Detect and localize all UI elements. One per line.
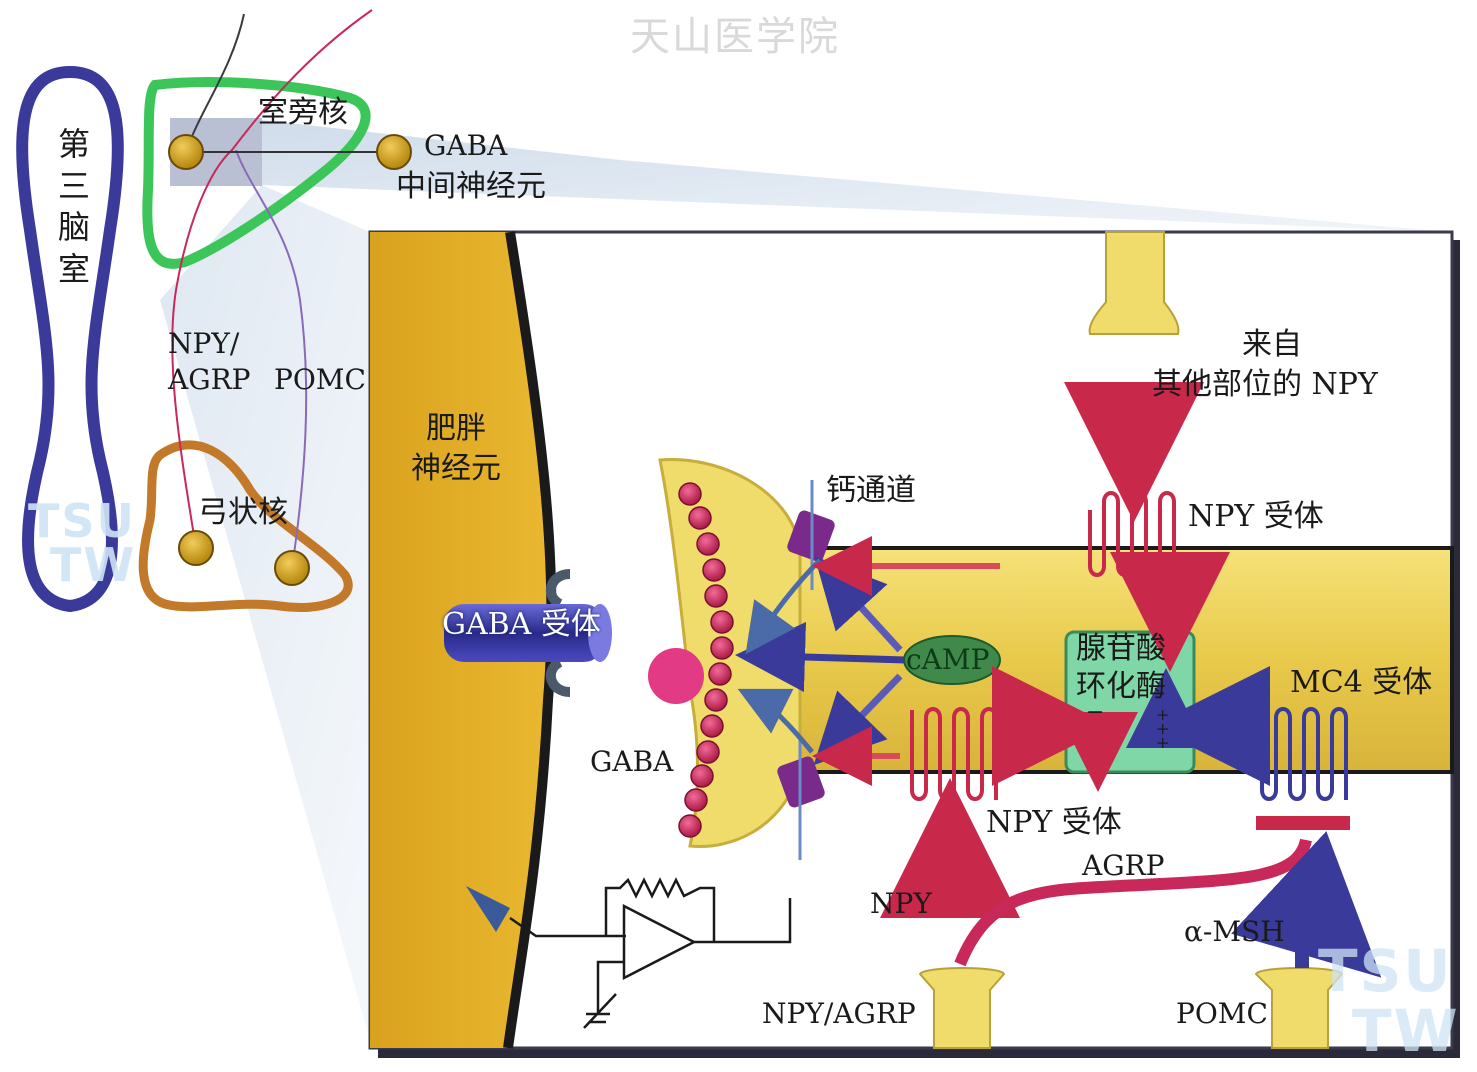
synaptic-vesicle (708, 662, 732, 686)
pomc-terminal-label: POMC (1176, 997, 1268, 1030)
gaba-interneuron-label-2: 中间神经元 (396, 169, 546, 204)
adenylate-cyclase-label-1: 腺苷酸 (1076, 631, 1166, 666)
pomc-label: POMC (274, 363, 366, 396)
gaba-interneuron (376, 134, 412, 170)
vesicle-column (678, 482, 734, 838)
synaptic-vesicle (678, 814, 702, 838)
npy-label: NPY (870, 887, 932, 920)
arcuate-outline (138, 440, 353, 613)
npy-fiber (171, 9, 373, 549)
watermark-tsu-left-2: TW (50, 538, 137, 592)
arcuate-nucleus-label: 弓状核 (198, 495, 288, 530)
amplifier-circuit (509, 877, 792, 1029)
synaptic-vesicle (710, 636, 734, 660)
synaptic-vesicle (696, 740, 720, 764)
watermark-title: 天山医学院 (630, 14, 840, 60)
obesity-neuron-label-2: 神经元 (411, 451, 501, 486)
obesity-neuron-membrane (503, 231, 557, 1049)
calcium-influx-arrows (737, 558, 822, 754)
adenylate-cyclase-label-2: 环化酶 (1076, 669, 1166, 704)
cyclase-minus-sign: − (1086, 700, 1105, 725)
pomc-fiber (235, 149, 308, 569)
npy-agrp-label-1: NPY/ (168, 327, 240, 360)
watermark-tsu-right-1: TSU (1318, 937, 1453, 1005)
synaptic-vesicle (702, 558, 726, 582)
synaptic-vesicle (704, 584, 728, 608)
synaptic-vesicle (678, 482, 702, 506)
agrp-antagonist-bar (1256, 816, 1350, 830)
agrp-label: AGRP (1082, 849, 1165, 882)
gaba-receptor-end (588, 604, 612, 662)
third-ventricle-label: 第三脑室 (57, 125, 90, 288)
synaptic-vesicle (696, 532, 720, 556)
npy-agrp-label-2: AGRP (168, 363, 251, 396)
npy-receptor-top (1088, 491, 1176, 577)
npy-other-site-terminal (1088, 231, 1180, 335)
camp-ellipse (903, 635, 1001, 685)
npy-receptor-bottom (910, 707, 998, 801)
mc4-receptor-label: MC4 受体 (1290, 665, 1433, 700)
npy-receptor-bottom-label: NPY 受体 (986, 805, 1122, 840)
gaba-receptor-label: GABA 受体 (442, 607, 601, 642)
arcuate-npy-neuron (178, 530, 214, 566)
pvn-outline (142, 77, 371, 269)
gaba-receptor-clip-bottom (545, 657, 571, 697)
npy-from-other-label-1: 来自 (1242, 327, 1302, 362)
axon-red-arrows (812, 536, 1000, 786)
npy-receptor-top-label: NPY 受体 (1188, 499, 1324, 534)
gaba-receptor-cylinder (444, 604, 604, 662)
alpha-msh-arrow (1231, 831, 1382, 978)
zoom-cone-lower (160, 185, 370, 1040)
watermark-tsu-right-2: TW (1352, 997, 1460, 1065)
arcuate-pomc-neuron (274, 550, 310, 586)
calcium-channel-label: 钙通道 (826, 473, 916, 508)
obesity-neuron-label-1: 肥胖 (426, 411, 486, 446)
third-ventricle-outline (16, 65, 124, 613)
synaptic-vesicle (684, 788, 708, 812)
recording-electrode (466, 886, 510, 932)
pvn-label: 室旁核 (258, 95, 348, 130)
npy-agrp-terminal (918, 967, 1006, 1049)
npy-agrp-terminal-label: NPY/AGRP (762, 997, 916, 1030)
gaba-interneuron-label-1: GABA (424, 129, 508, 162)
pvn-neuron (168, 134, 204, 170)
alpha-msh-label: α-MSH (1184, 915, 1285, 948)
cyclase-plus-signs: + + + (1156, 705, 1170, 752)
camp-label: cAMP (906, 643, 990, 676)
synaptic-vesicle (710, 610, 734, 634)
gaba-receptor-clip-top (545, 569, 571, 609)
gaba-label: GABA (590, 745, 674, 778)
synaptic-vesicle (690, 764, 714, 788)
watermark-tsu-left-1: TSU (28, 494, 136, 548)
zoom-cone-upper (262, 120, 1450, 232)
gaba-release-puff (648, 648, 704, 704)
mc4-receptor (1260, 707, 1348, 801)
npy-from-other-label-2: 其他部位的 NPY (1152, 367, 1378, 402)
synaptic-vesicle (700, 714, 724, 738)
synaptic-vesicle (704, 688, 728, 712)
synaptic-vesicle (688, 506, 712, 530)
